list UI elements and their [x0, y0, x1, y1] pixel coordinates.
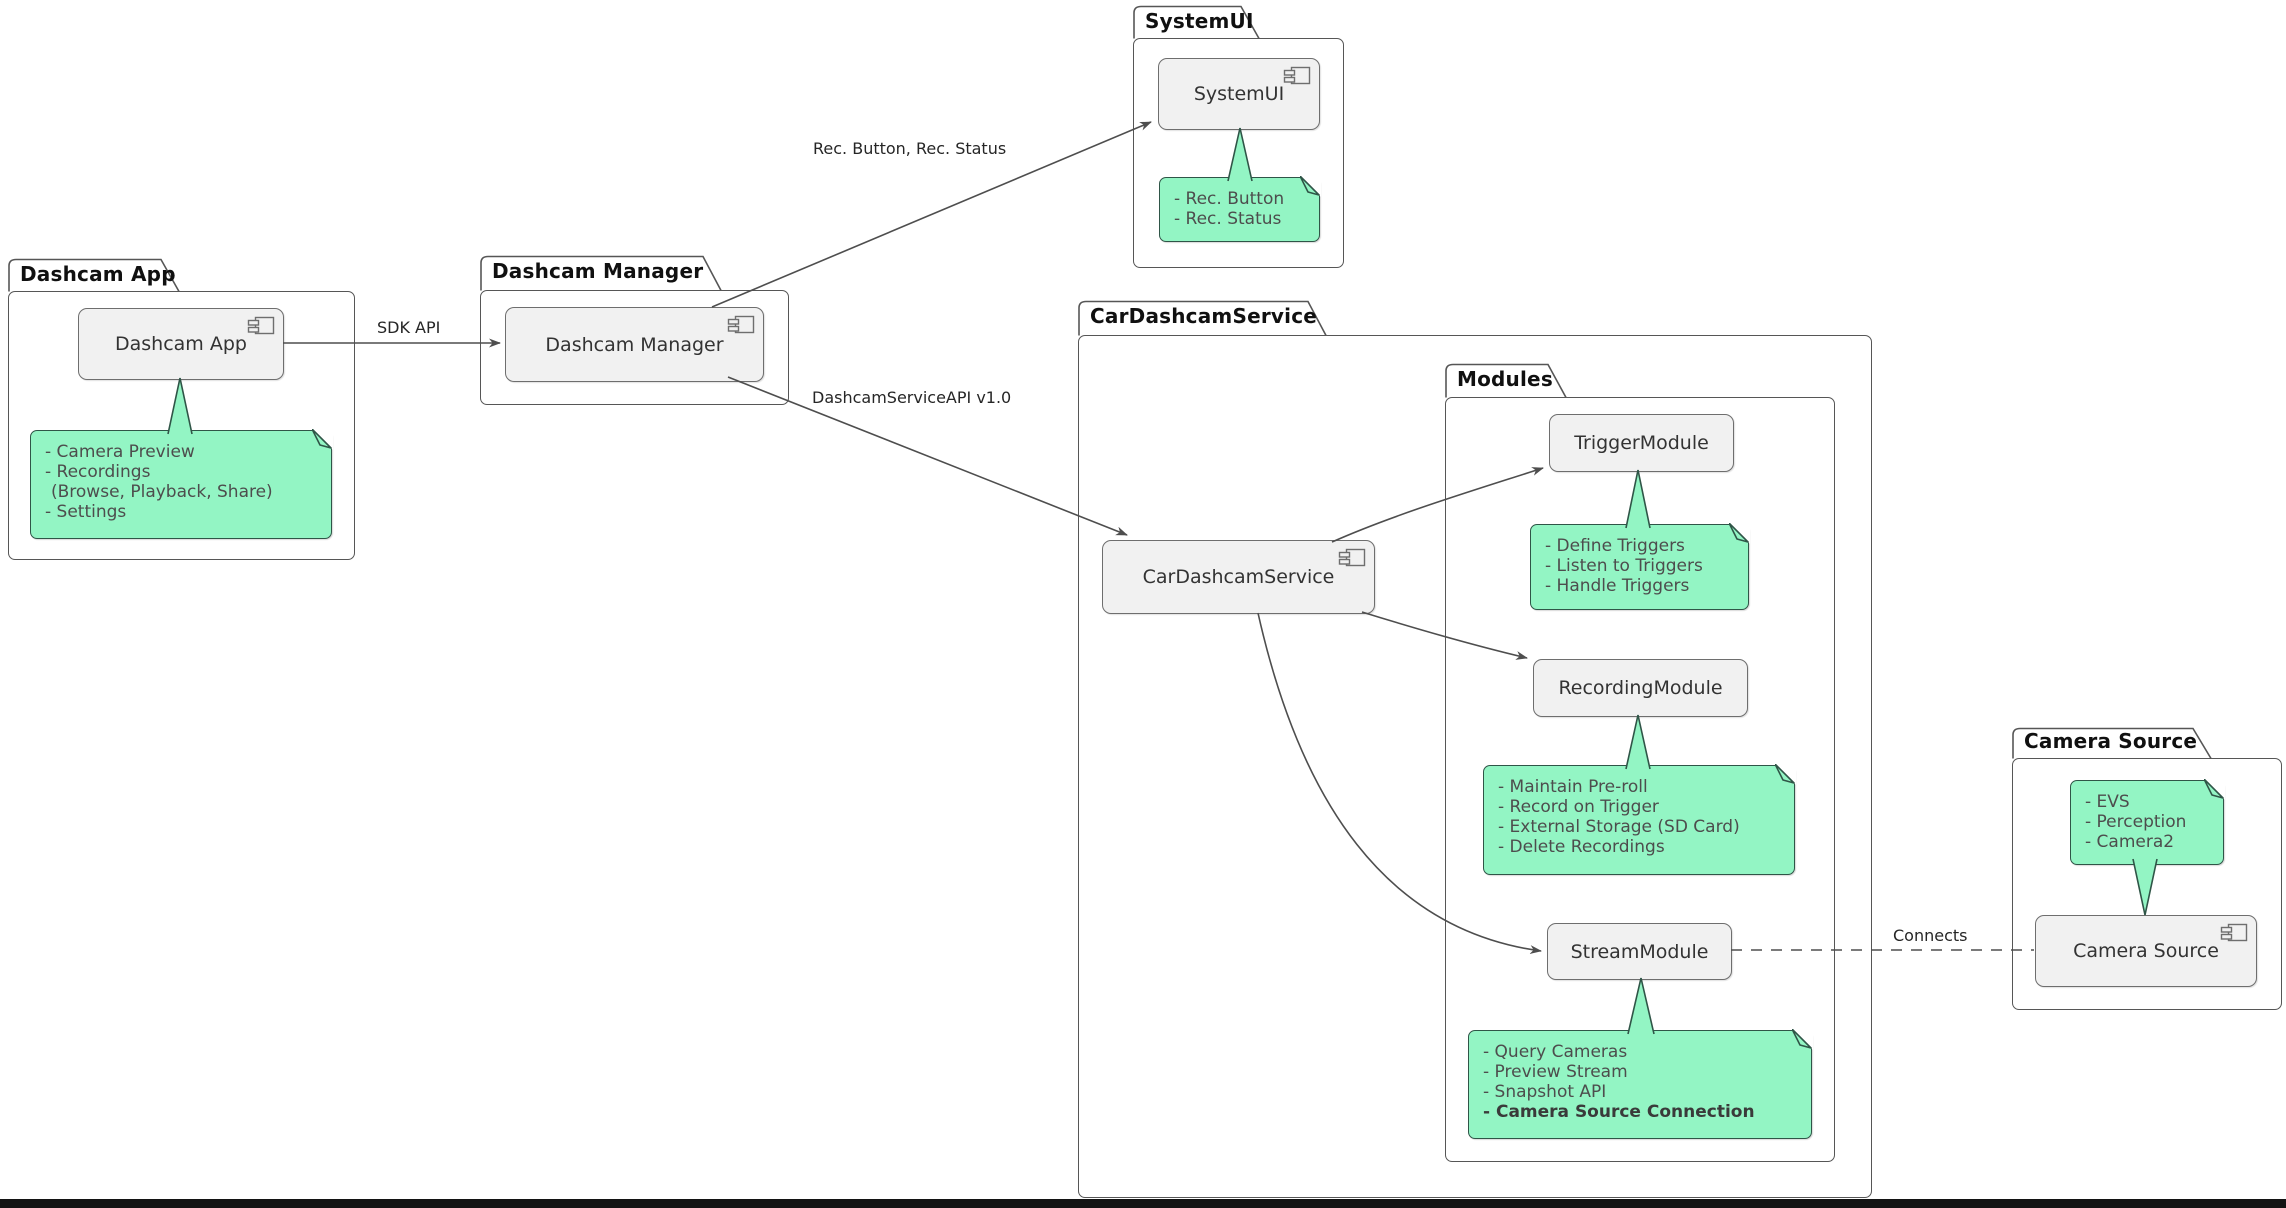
- note-line: - EVS: [2085, 792, 2130, 812]
- edge-label-connects: Connects: [1893, 926, 1968, 945]
- component-label: RecordingModule: [1558, 677, 1723, 699]
- note-line: - Maintain Pre-roll: [1498, 777, 1648, 797]
- note-fold-icon: [1728, 523, 1750, 545]
- note-recording-module: - Maintain Pre-roll - Record on Trigger …: [1483, 764, 1796, 875]
- package-tab-shape: [1445, 363, 1567, 398]
- note-line: - Recordings: [45, 462, 151, 482]
- note-fold-icon: [2203, 779, 2225, 801]
- component-label: CarDashcamService: [1142, 566, 1335, 588]
- note-camera-source: - EVS - Perception - Camera2: [2070, 779, 2225, 865]
- component-label: Dashcam App: [115, 333, 247, 355]
- package-tab-camera-source: Camera Source: [2012, 727, 2212, 759]
- component-icon: [2220, 923, 2248, 942]
- package-tab-modules: Modules: [1445, 363, 1567, 398]
- note-line: - Rec. Status: [1174, 209, 1282, 229]
- component-icon: [1283, 66, 1311, 85]
- bottom-bar: [0, 1199, 2286, 1208]
- note-line: - Preview Stream: [1483, 1062, 1628, 1082]
- package-tab-shape: [8, 258, 180, 292]
- component-label: SystemUI: [1193, 83, 1285, 105]
- note-line: - Record on Trigger: [1498, 797, 1659, 817]
- package-tab-shape: [480, 255, 722, 291]
- note-line: - Rec. Button: [1174, 189, 1285, 209]
- note-line: - Perception: [2085, 812, 2187, 832]
- note-line: - Query Cameras: [1483, 1042, 1628, 1062]
- component-cardashcamservice: CarDashcamService: [1102, 540, 1375, 614]
- note-line: - Camera Preview: [45, 442, 195, 462]
- note-systemui: - Rec. Button - Rec. Status: [1159, 176, 1321, 242]
- note-line: - Snapshot API: [1483, 1082, 1607, 1102]
- note-fold-icon: [1791, 1029, 1813, 1051]
- component-icon: [1338, 548, 1366, 567]
- note-fold-icon: [311, 429, 333, 451]
- component-recording-module: RecordingModule: [1533, 659, 1748, 717]
- package-title: Dashcam Manager: [492, 259, 704, 283]
- component-label: StreamModule: [1570, 940, 1709, 963]
- package-tab-shape: [2012, 727, 2212, 759]
- note-line: - External Storage (SD Card): [1498, 817, 1740, 837]
- note-line: - Settings: [45, 502, 127, 522]
- component-dashcam-manager: Dashcam Manager: [505, 307, 764, 382]
- package-tab-systemui: SystemUI: [1133, 5, 1260, 39]
- edge-label-sdk-api: SDK API: [377, 318, 441, 337]
- package-title: CarDashcamService: [1090, 304, 1318, 328]
- package-title: Camera Source: [2024, 729, 2198, 753]
- note-line: - Listen to Triggers: [1545, 556, 1703, 576]
- edge-label-dashcamserviceapi: DashcamServiceAPI v1.0: [812, 388, 1012, 407]
- package-title: Dashcam App: [20, 262, 176, 286]
- edge-label-rec-button-status: Rec. Button, Rec. Status: [813, 139, 1007, 158]
- component-icon: [727, 315, 755, 334]
- package-title: Modules: [1457, 367, 1553, 391]
- package-tab-dashcam-manager: Dashcam Manager: [480, 255, 722, 291]
- component-label: Dashcam Manager: [545, 333, 724, 356]
- note-line: (Browse, Playback, Share): [51, 482, 273, 502]
- note-stream-module: - Query Cameras - Preview Stream - Snaps…: [1468, 1029, 1813, 1139]
- package-title: SystemUI: [1145, 9, 1254, 33]
- component-label: TriggerModule: [1574, 432, 1709, 454]
- note-trigger-module: - Define Triggers - Listen to Triggers -…: [1530, 523, 1750, 610]
- package-tab-shape: [1133, 5, 1260, 39]
- component-stream-module: StreamModule: [1547, 923, 1732, 980]
- note-line: - Define Triggers: [1545, 536, 1685, 556]
- package-tab-dashcam-app: Dashcam App: [8, 258, 180, 292]
- component-systemui: SystemUI: [1158, 58, 1320, 130]
- note-line: - Delete Recordings: [1498, 837, 1665, 857]
- component-label: Camera Source: [2073, 940, 2219, 962]
- note-line-bold: - Camera Source Connection: [1483, 1102, 1755, 1122]
- component-icon: [247, 316, 275, 335]
- package-tab-cardashcamservice: CarDashcamService: [1078, 300, 1327, 336]
- note-fold-icon: [1299, 176, 1321, 198]
- note-line: - Handle Triggers: [1545, 576, 1690, 596]
- note-dashcam-app: - Camera Preview - Recordings (Browse, P…: [30, 429, 333, 539]
- note-line: - Camera2: [2085, 832, 2175, 852]
- component-trigger-module: TriggerModule: [1549, 414, 1734, 472]
- component-dashcam-app: Dashcam App: [78, 308, 284, 380]
- note-fold-icon: [1774, 764, 1796, 786]
- component-camera-source: Camera Source: [2035, 915, 2257, 987]
